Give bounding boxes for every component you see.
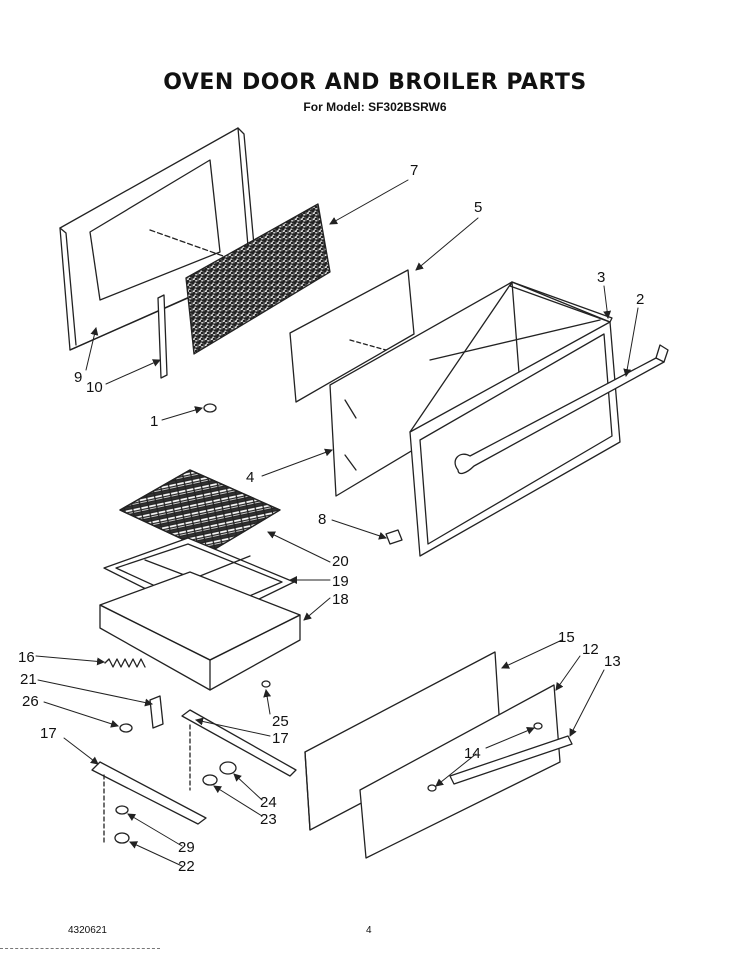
part-label-13: 13 [604, 653, 621, 670]
part-label-17-right: 17 [272, 730, 289, 747]
footer-rule [0, 948, 160, 949]
part-label-16: 16 [18, 649, 35, 666]
part-label-10: 10 [86, 379, 103, 396]
part-label-4: 4 [246, 469, 255, 486]
screw-part [203, 403, 217, 413]
part-label-1: 1 [150, 413, 159, 430]
part-label-12: 12 [582, 641, 599, 658]
part-label-18: 18 [332, 591, 349, 608]
part-label-19: 19 [332, 573, 349, 590]
broiler-grid [119, 469, 281, 553]
broiler-drawer [99, 571, 301, 691]
part-label-9: 9 [74, 369, 83, 386]
slide-rail-right [181, 709, 297, 791]
door-insulation [185, 203, 331, 355]
document-code: 4320621 [68, 925, 107, 936]
part-label-22: 22 [178, 858, 195, 875]
model-subtitle: For Model: SF302BSRW6 [303, 100, 447, 114]
part-label-17-left: 17 [40, 725, 57, 742]
part-label-23: 23 [260, 811, 277, 828]
part-label-20: 20 [332, 553, 349, 570]
door-handle [454, 344, 669, 475]
leader-lines [35, 179, 639, 867]
part-label-25: 25 [272, 713, 289, 730]
slide-rail-left [91, 761, 207, 846]
part-label-5: 5 [474, 199, 483, 216]
part-label-8: 8 [318, 511, 327, 528]
roller-parts [114, 680, 271, 844]
part-label-15: 15 [558, 629, 575, 646]
drawer-latch [119, 695, 164, 733]
part-label-2: 2 [636, 291, 645, 308]
drawer-spring [104, 658, 146, 668]
diagram-title: OVEN DOOR AND BROILER PARTS [163, 70, 587, 95]
part-label-3: 3 [597, 269, 606, 286]
hinge-clip [385, 529, 403, 545]
broiler-door-outer [359, 684, 561, 859]
door-hinge-bar [157, 294, 168, 379]
part-label-24: 24 [260, 794, 277, 811]
part-label-26: 26 [22, 693, 39, 710]
broiler-door-bolts [427, 722, 543, 792]
part-label-21: 21 [20, 671, 37, 688]
page-number: 4 [366, 925, 372, 936]
part-label-29: 29 [178, 839, 195, 856]
inner-door-glass [289, 269, 415, 403]
part-label-14: 14 [464, 745, 481, 762]
part-label-7: 7 [410, 162, 419, 179]
broiler-door-handle [449, 735, 573, 785]
